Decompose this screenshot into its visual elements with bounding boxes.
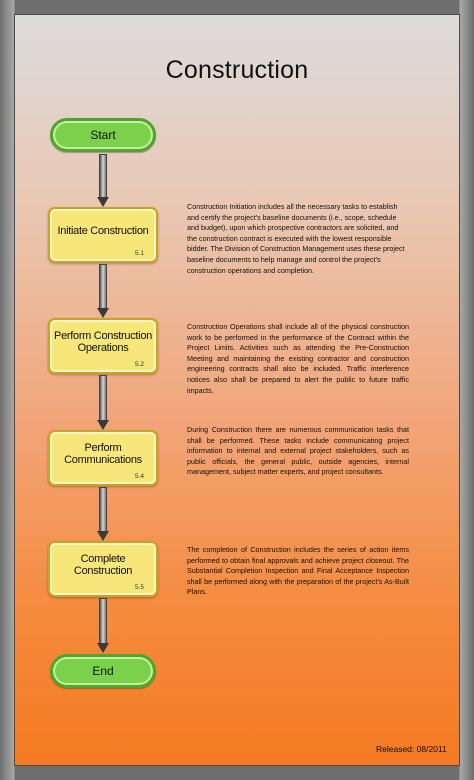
flow-arrow [97, 487, 109, 541]
step-label: Initiate Construction [57, 225, 149, 237]
process-step-initiate-construction: Initiate Construction 5.1 [48, 207, 158, 263]
page-title: Construction [165, 56, 309, 84]
start-node: Start [50, 118, 156, 152]
flow-arrow [97, 264, 109, 318]
flow-arrow [97, 598, 109, 653]
step-label: Perform Construction Operations [54, 330, 152, 354]
step-description: The completion of Construction includes … [187, 545, 409, 597]
end-node: End [50, 654, 156, 688]
step-number: 5.4 [134, 473, 144, 480]
step-number: 5.2 [134, 361, 144, 368]
step-description: Construction Operations shall include al… [187, 322, 409, 395]
flow-arrow [97, 375, 109, 430]
process-step-perform-communications: Perform Communications 5.4 [48, 430, 158, 486]
step-label: Perform Communications [64, 442, 142, 466]
process-step-complete-construction: Complete Construction 5.5 [48, 541, 158, 597]
flow-arrow [97, 154, 109, 207]
release-date: Released: 08/2011 [376, 744, 447, 754]
process-step-perform-construction-operations: Perform Construction Operations 5.2 [48, 318, 158, 374]
step-description: Construction Initiation includes all the… [187, 202, 405, 275]
step-label: Complete Construction [73, 553, 133, 577]
step-number: 5.5 [134, 584, 144, 591]
step-description: During Construction there are numerous c… [187, 425, 409, 477]
start-label: Start [90, 128, 116, 142]
step-number: 5.1 [134, 250, 144, 257]
end-label: End [92, 664, 114, 678]
